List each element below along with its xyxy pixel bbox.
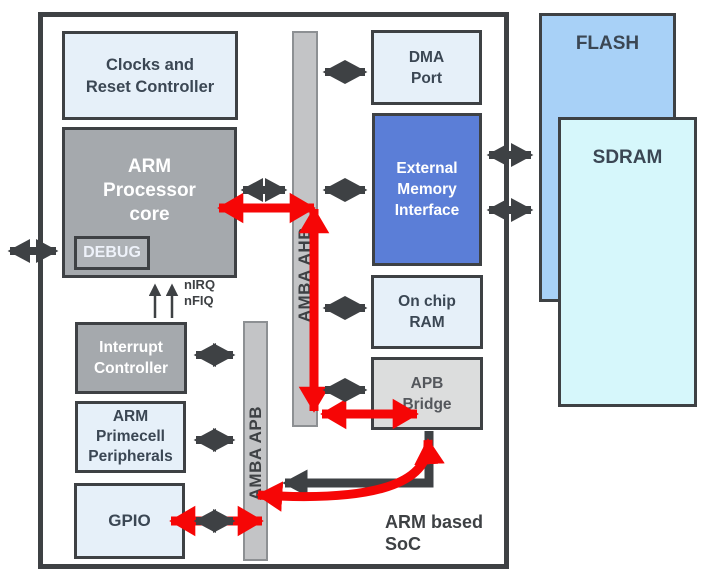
- gpio-block: GPIO: [74, 483, 185, 559]
- sdram-memory-block: SDRAM: [558, 117, 697, 407]
- interrupt-controller-block: Interrupt Controller: [75, 322, 187, 394]
- dma-port-block: DMA Port: [371, 30, 482, 105]
- clocks-reset-label: Clocks and Reset Controller: [85, 55, 215, 96]
- onchip-ram-label: On chip RAM: [398, 293, 456, 331]
- diagram-caption: ARM based SoC: [385, 512, 484, 554]
- amba-ahb-label: AMBA AHB: [295, 227, 314, 323]
- dma-port-label: DMA Port: [408, 48, 445, 87]
- apb-bridge-label: APB Bridge: [402, 374, 452, 413]
- interrupt-controller-label: Interrupt Controller: [93, 339, 169, 377]
- debug-label: DEBUG: [83, 244, 141, 261]
- soc-boundary: [38, 12, 509, 569]
- nfiq-signal-label: nFIQ: [184, 293, 214, 308]
- apb-bridge-block: APB Bridge: [371, 357, 483, 430]
- amba-apb-bus: AMBA APB: [243, 321, 268, 561]
- external-memory-interface-block: External Memory Interface: [372, 113, 482, 266]
- external-memory-interface-label: External Memory Interface: [394, 160, 460, 219]
- debug-block: DEBUG: [74, 236, 150, 270]
- amba-apb-label: AMBA APB: [245, 405, 265, 501]
- nirq-signal-label: nIRQ: [184, 277, 216, 292]
- onchip-ram-block: On chip RAM: [371, 275, 483, 349]
- arm-core-label: ARM Processor core: [103, 156, 196, 225]
- sdram-label: SDRAM: [592, 147, 663, 168]
- gpio-label: GPIO: [108, 511, 151, 530]
- clocks-reset-controller-block: Clocks and Reset Controller: [62, 31, 238, 120]
- primecell-label: ARM Primecell Peripherals: [88, 408, 173, 465]
- arm-primecell-peripherals-block: ARM Primecell Peripherals: [75, 401, 186, 473]
- amba-ahb-bus: AMBA AHB: [292, 31, 318, 427]
- arm-processor-core-block: ARM Processor core DEBUG: [62, 127, 237, 278]
- flash-label: FLASH: [575, 33, 640, 54]
